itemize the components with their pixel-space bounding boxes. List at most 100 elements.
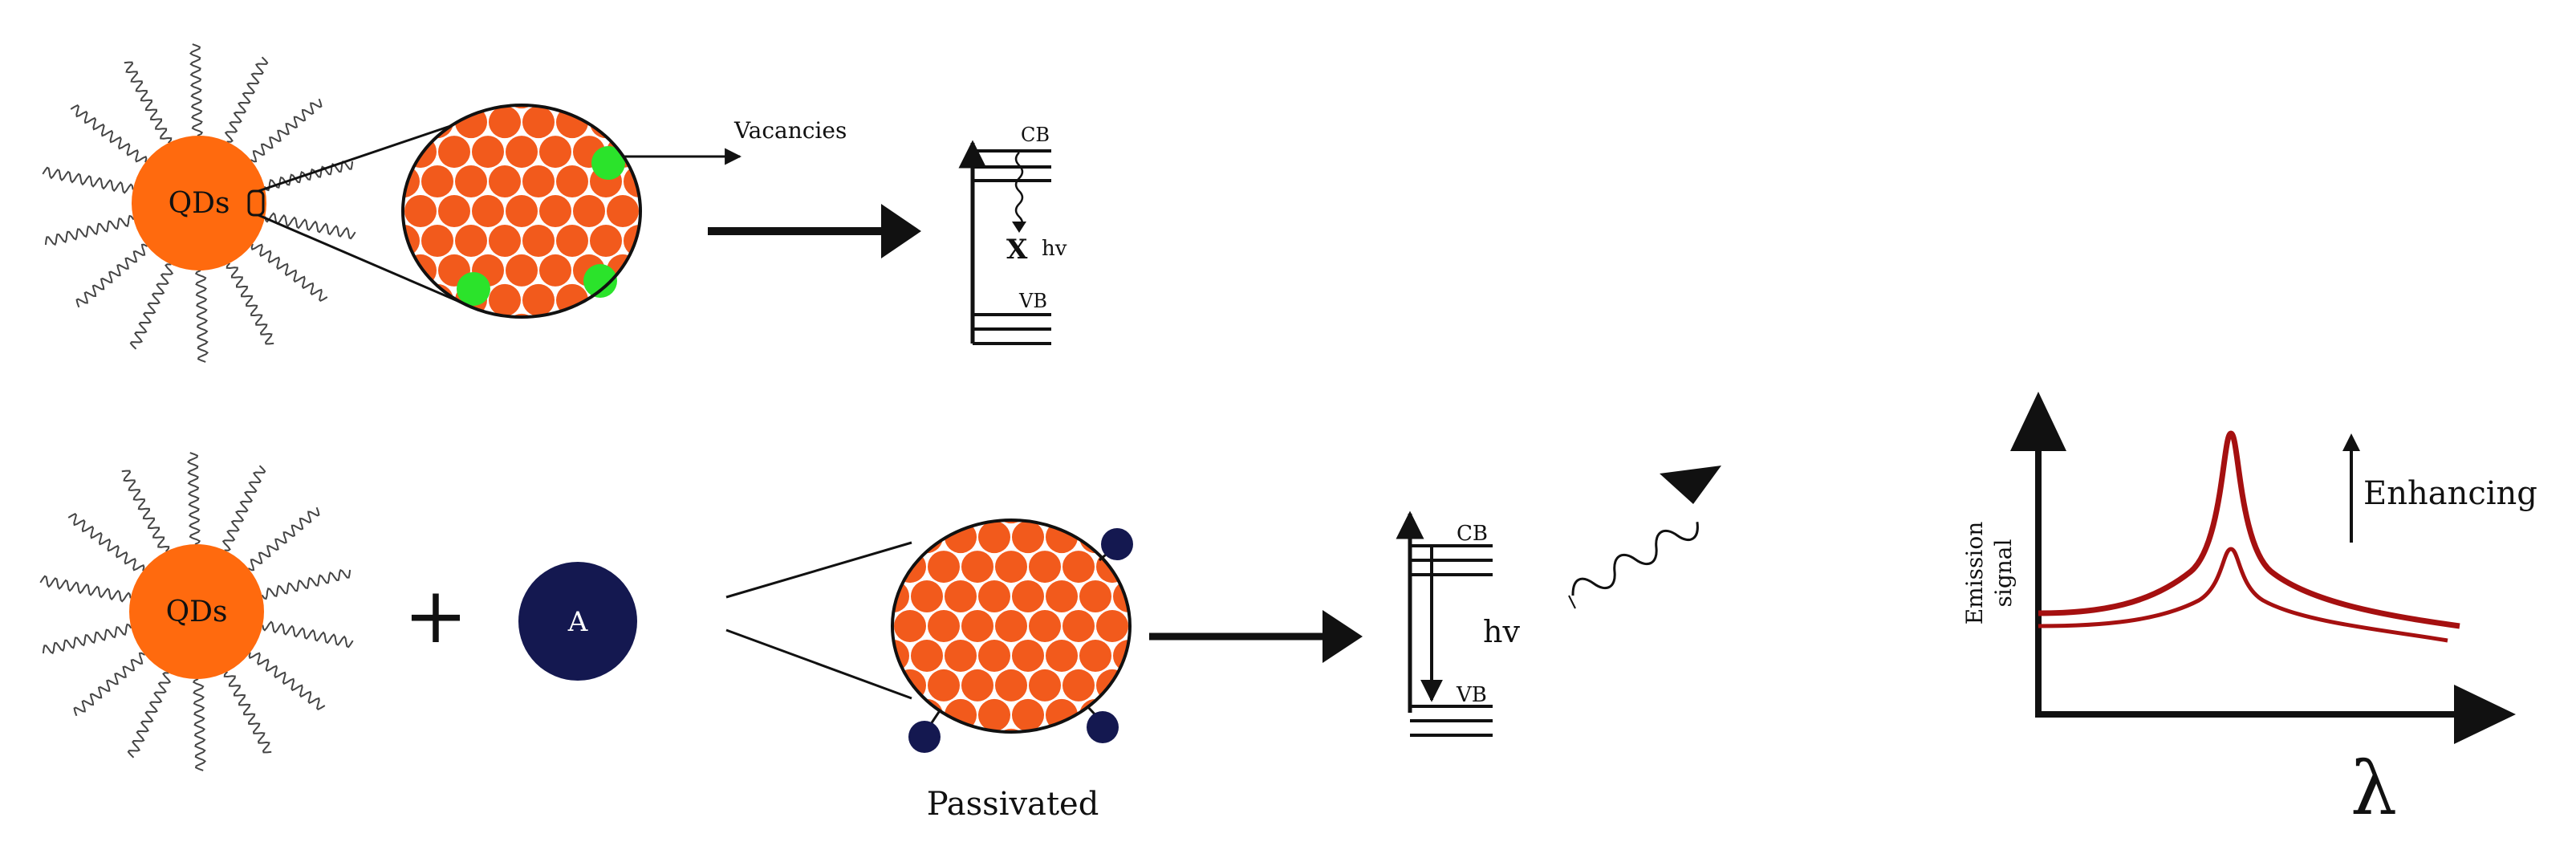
lattice-particle [489,106,521,139]
ligand-chain [73,652,146,717]
lattice-particle [1180,580,1213,612]
ligand-chain [124,61,173,144]
vacancies-callout: Vacancies [624,117,847,165]
lattice-particle [421,165,453,198]
lattice-particle [978,639,1010,672]
lattice-particle [421,224,453,257]
ligand-chain [189,43,204,136]
lattice-particle [489,165,521,198]
bottom-process-arrow [1149,610,1363,663]
lattice-particle [438,136,470,169]
lattice-particle [1096,520,1128,524]
lattice-particle [961,728,993,732]
lattice-particle [640,136,672,168]
top-lattice-particles [337,76,723,317]
emission-curve-original [2038,547,2448,643]
ligand-chain [194,270,209,363]
bottom-lattice-particles [827,491,1213,761]
x-axis-arrowhead [2454,685,2516,744]
lattice-particle [438,195,470,227]
lattice-particle [1096,610,1128,642]
lattice-particle [827,729,859,761]
lattice-particle [539,195,571,227]
analyte-label: A [567,606,588,638]
ligand-chain [121,470,170,552]
lattice-particle [539,136,571,169]
lattice-particle [404,195,437,227]
lattice-particle [674,195,706,227]
lattice-particle [978,580,1010,613]
lattice-particle [691,106,723,138]
lattice-particle [640,254,672,287]
lattice-particle [438,105,470,109]
ligand-chain [70,104,148,163]
lattice-particle [928,669,960,702]
lattice-particle [438,313,470,317]
lattice-particle [624,283,640,316]
lattice-particle [1180,521,1213,553]
lattice-particle [894,520,926,524]
lattice-particle [860,491,892,523]
lattice-particle [843,580,876,612]
top-zoom-marker [247,189,265,217]
emission-plot: Emission signal λ Enhancing [1961,392,2537,832]
lattice-particle [403,106,420,139]
lattice-particle [489,283,521,316]
lattice-particle [337,195,369,227]
lattice-particle [657,225,689,257]
lattice-particle [1046,639,1078,672]
lattice-particle [961,551,993,584]
lattice-particle [945,639,977,672]
lattice-particle [827,491,859,523]
ligand-chain [129,263,174,350]
emitted-photon [1568,466,1721,609]
lattice-particle [691,284,723,316]
ligand-chain [75,243,148,308]
y-axis-label-line1: Emission [1961,522,1988,625]
top-ligand-chains [42,43,356,363]
lattice-particle [1164,729,1196,761]
lattice-particle [1130,669,1162,702]
lattice-particle [607,195,639,227]
lattice-particle [892,698,909,731]
lattice-particle [1130,551,1162,583]
lattice-particle [843,699,876,731]
ligand-chain [186,452,201,545]
lattice-particle [539,105,571,109]
ligand-chain [127,672,172,758]
ligand-chain [42,166,134,194]
lattice-particle [674,136,706,168]
lattice-particle [506,136,538,169]
top-zoom-lines [258,119,468,307]
lattice-particle [403,283,420,316]
lattice-particle [674,76,706,108]
lattice-particle [1012,639,1044,672]
y-axis-label-line2: signal [1990,539,2017,607]
lattice-particle [1079,580,1111,613]
lattice-particle [1180,699,1213,731]
blocked-emission-mark: X [1006,234,1028,266]
ligand-chain [67,512,145,571]
ligand-chain [262,620,354,649]
bottom-magnified-lattice [827,491,1213,761]
bottom-ligand-chains [39,452,354,771]
passivated-label: Passivated [927,786,1099,823]
lattice-particle [506,254,538,287]
ligand-chain [42,623,132,655]
ligand-chain [250,98,323,163]
bottom-quantum-dot: QDs [39,452,354,771]
ligand-chain [44,214,135,246]
ligand-chain [250,243,328,303]
lattice-particle [455,165,487,198]
lattice-particle [472,136,504,169]
lattice-particle [1029,610,1061,642]
lattice-particle [928,610,960,642]
lattice-particle [1164,491,1196,523]
lattice-particle [911,639,943,672]
lattice-particle [657,106,689,138]
lattice-particle [404,313,437,317]
bottom-qd-core [129,544,264,679]
top-vb-label: VB [1018,290,1047,312]
lattice-particle [573,195,605,227]
